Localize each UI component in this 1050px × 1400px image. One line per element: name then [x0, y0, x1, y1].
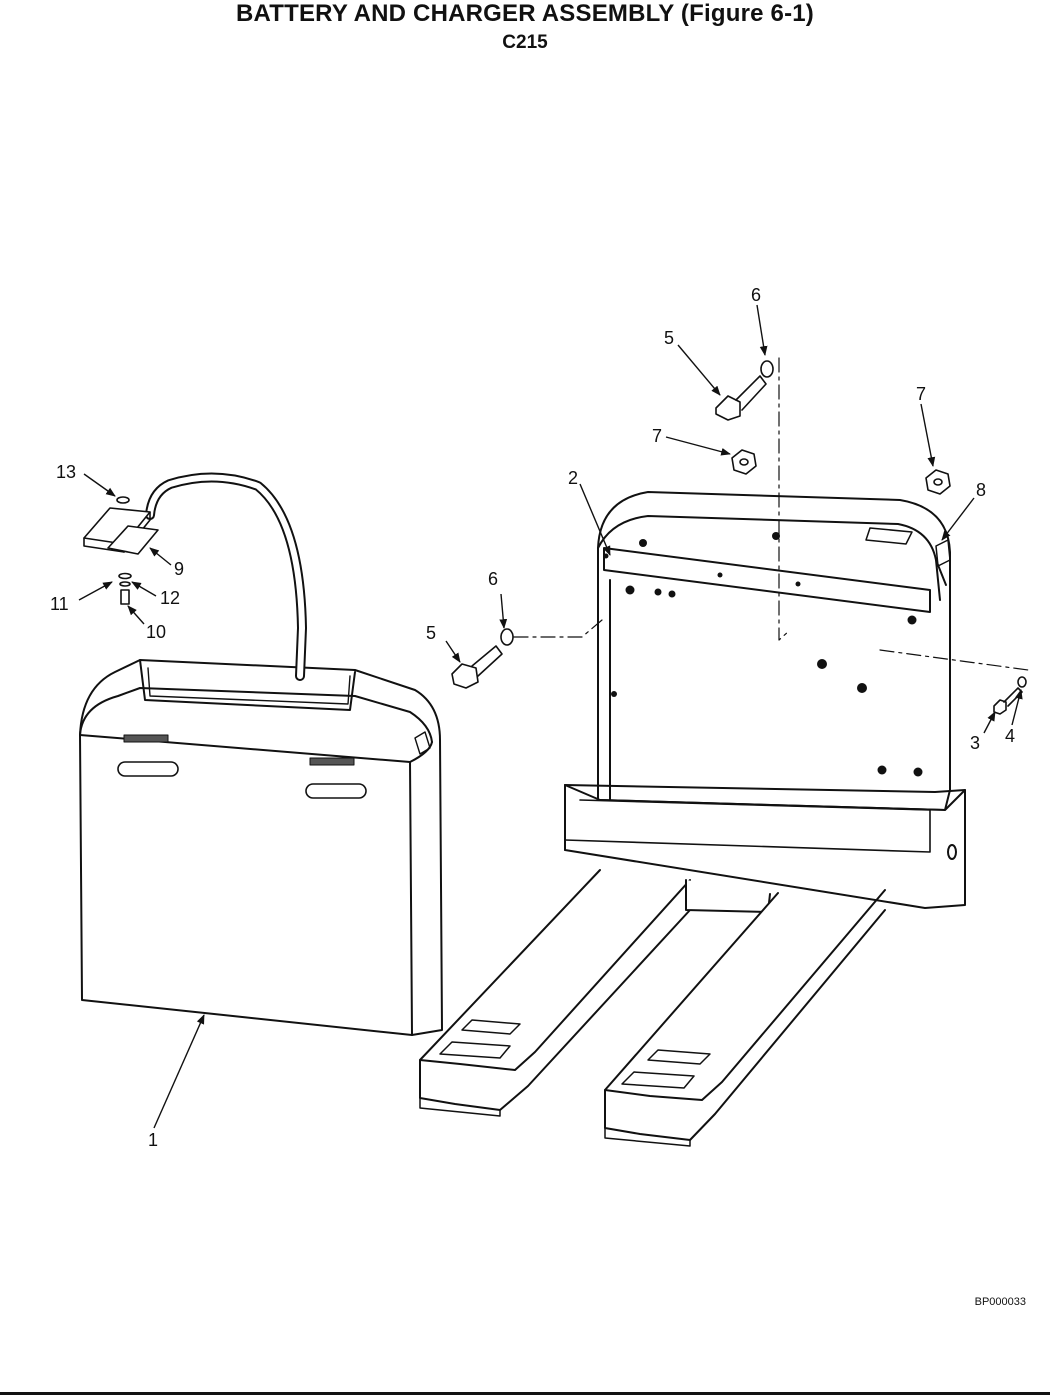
- fasteners: [451, 360, 1027, 715]
- footer-rule: [0, 1392, 1050, 1395]
- callout-5-lower: 5: [426, 623, 436, 643]
- callout-3: 3: [970, 733, 980, 753]
- callout-11: 11: [50, 594, 69, 614]
- model-number: C215: [502, 32, 548, 53]
- callout-7-right: 7: [916, 384, 926, 404]
- figure-code: BP000033: [974, 1296, 1026, 1308]
- callout-6-upper: 6: [751, 285, 761, 305]
- pallet-forks: [419, 869, 886, 1147]
- callout-12: 12: [160, 588, 180, 608]
- cord-bracket: [83, 496, 159, 605]
- callout-6-lower: 6: [488, 569, 498, 589]
- callout-2: 2: [568, 468, 578, 488]
- callout-9: 9: [174, 559, 184, 579]
- callout-5-upper: 5: [664, 328, 674, 348]
- page-title: BATTERY AND CHARGER ASSEMBLY (Figure 6-1…: [235, 0, 815, 27]
- callout-7-left: 7: [652, 426, 662, 446]
- callout-10: 10: [146, 622, 166, 642]
- battery-unit: [79, 659, 443, 1036]
- charger-cord: [145, 472, 307, 681]
- callout-13: 13: [56, 462, 76, 482]
- callout-1: 1: [148, 1130, 158, 1150]
- battery-compartment: [564, 491, 966, 909]
- callout-4: 4: [1005, 726, 1015, 746]
- callout-8: 8: [976, 480, 986, 500]
